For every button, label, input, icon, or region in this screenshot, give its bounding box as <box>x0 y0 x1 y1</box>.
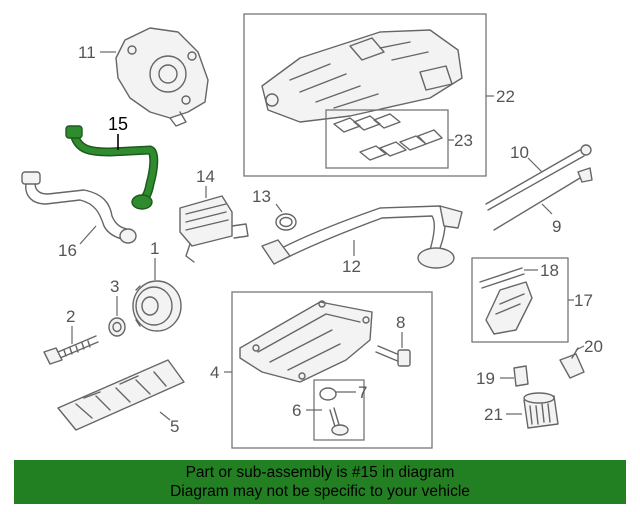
part-6-plug[interactable] <box>329 407 349 436</box>
callout-21[interactable]: 21 <box>484 405 503 424</box>
callout-20[interactable]: 20 <box>584 337 603 356</box>
part-14-oil-cooler[interactable] <box>179 195 249 263</box>
callout-12[interactable]: 12 <box>342 257 361 276</box>
part-23-intake-gaskets[interactable] <box>333 113 443 161</box>
callout-2[interactable]: 2 <box>66 307 75 326</box>
callout-8[interactable]: 8 <box>396 313 405 332</box>
part-17-cover[interactable] <box>485 281 533 335</box>
banner-line-2: Diagram may not be specific to your vehi… <box>170 483 470 500</box>
part-16-breather-tube[interactable] <box>21 171 137 244</box>
callout-7[interactable]: 7 <box>358 383 367 402</box>
callout-23[interactable]: 23 <box>454 131 473 150</box>
leader-line <box>159 411 171 421</box>
part-11-timing-cover[interactable] <box>115 27 209 127</box>
part-19-clip[interactable] <box>513 365 529 387</box>
leader-line <box>79 225 97 245</box>
part-18-gasket[interactable] <box>479 267 525 289</box>
leader-line <box>527 157 543 173</box>
part-9-dipstick[interactable] <box>493 167 593 231</box>
part-1-crank-pulley[interactable] <box>132 280 182 332</box>
part-15-pcv-hose[interactable] <box>65 125 159 210</box>
callout-4[interactable]: 4 <box>210 363 219 382</box>
leader-line <box>275 203 283 213</box>
part-10-dipstick-tube[interactable] <box>485 144 592 211</box>
callout-18[interactable]: 18 <box>540 261 559 280</box>
part-4-oil-pan[interactable] <box>239 300 373 383</box>
callout-15[interactable]: 15 <box>108 114 128 134</box>
part-5-baffle[interactable] <box>57 359 185 431</box>
part-22-intake-manifold[interactable] <box>261 29 463 123</box>
callout-9[interactable]: 9 <box>552 217 561 236</box>
leader-line <box>575 345 585 351</box>
banner-line-1: Part or sub-assembly is #15 in diagram <box>185 464 455 481</box>
part-21-oil-filter[interactable] <box>523 392 559 429</box>
callout-22[interactable]: 22 <box>496 87 515 106</box>
callout-10[interactable]: 10 <box>510 143 529 162</box>
callout-1[interactable]: 1 <box>150 239 159 258</box>
callout-16[interactable]: 16 <box>58 241 77 260</box>
part-23-group-box <box>325 109 449 169</box>
part-12-oil-pickup-tube[interactable] <box>261 205 463 269</box>
part-4-group-box <box>231 291 433 449</box>
callout-6[interactable]: 6 <box>292 401 301 420</box>
callout-19[interactable]: 19 <box>476 369 495 388</box>
callout-13[interactable]: 13 <box>252 187 271 206</box>
part-2-bolt[interactable] <box>43 335 99 365</box>
part-3-washer[interactable] <box>108 317 126 337</box>
callout-14[interactable]: 14 <box>196 167 215 186</box>
leader-line <box>541 203 553 215</box>
callout-17[interactable]: 17 <box>574 291 593 310</box>
part-13-o-ring[interactable] <box>275 213 297 231</box>
callout-3[interactable]: 3 <box>110 277 119 296</box>
info-banner: Part or sub-assembly is #15 in diagram D… <box>14 460 626 504</box>
part-8-drain-plug[interactable] <box>375 345 411 367</box>
part-7-o-ring[interactable] <box>319 387 337 401</box>
callout-5[interactable]: 5 <box>170 417 179 436</box>
part-22-group-box <box>243 13 487 177</box>
part-20-sensor[interactable] <box>559 347 585 379</box>
callout-11[interactable]: 11 <box>78 43 96 62</box>
